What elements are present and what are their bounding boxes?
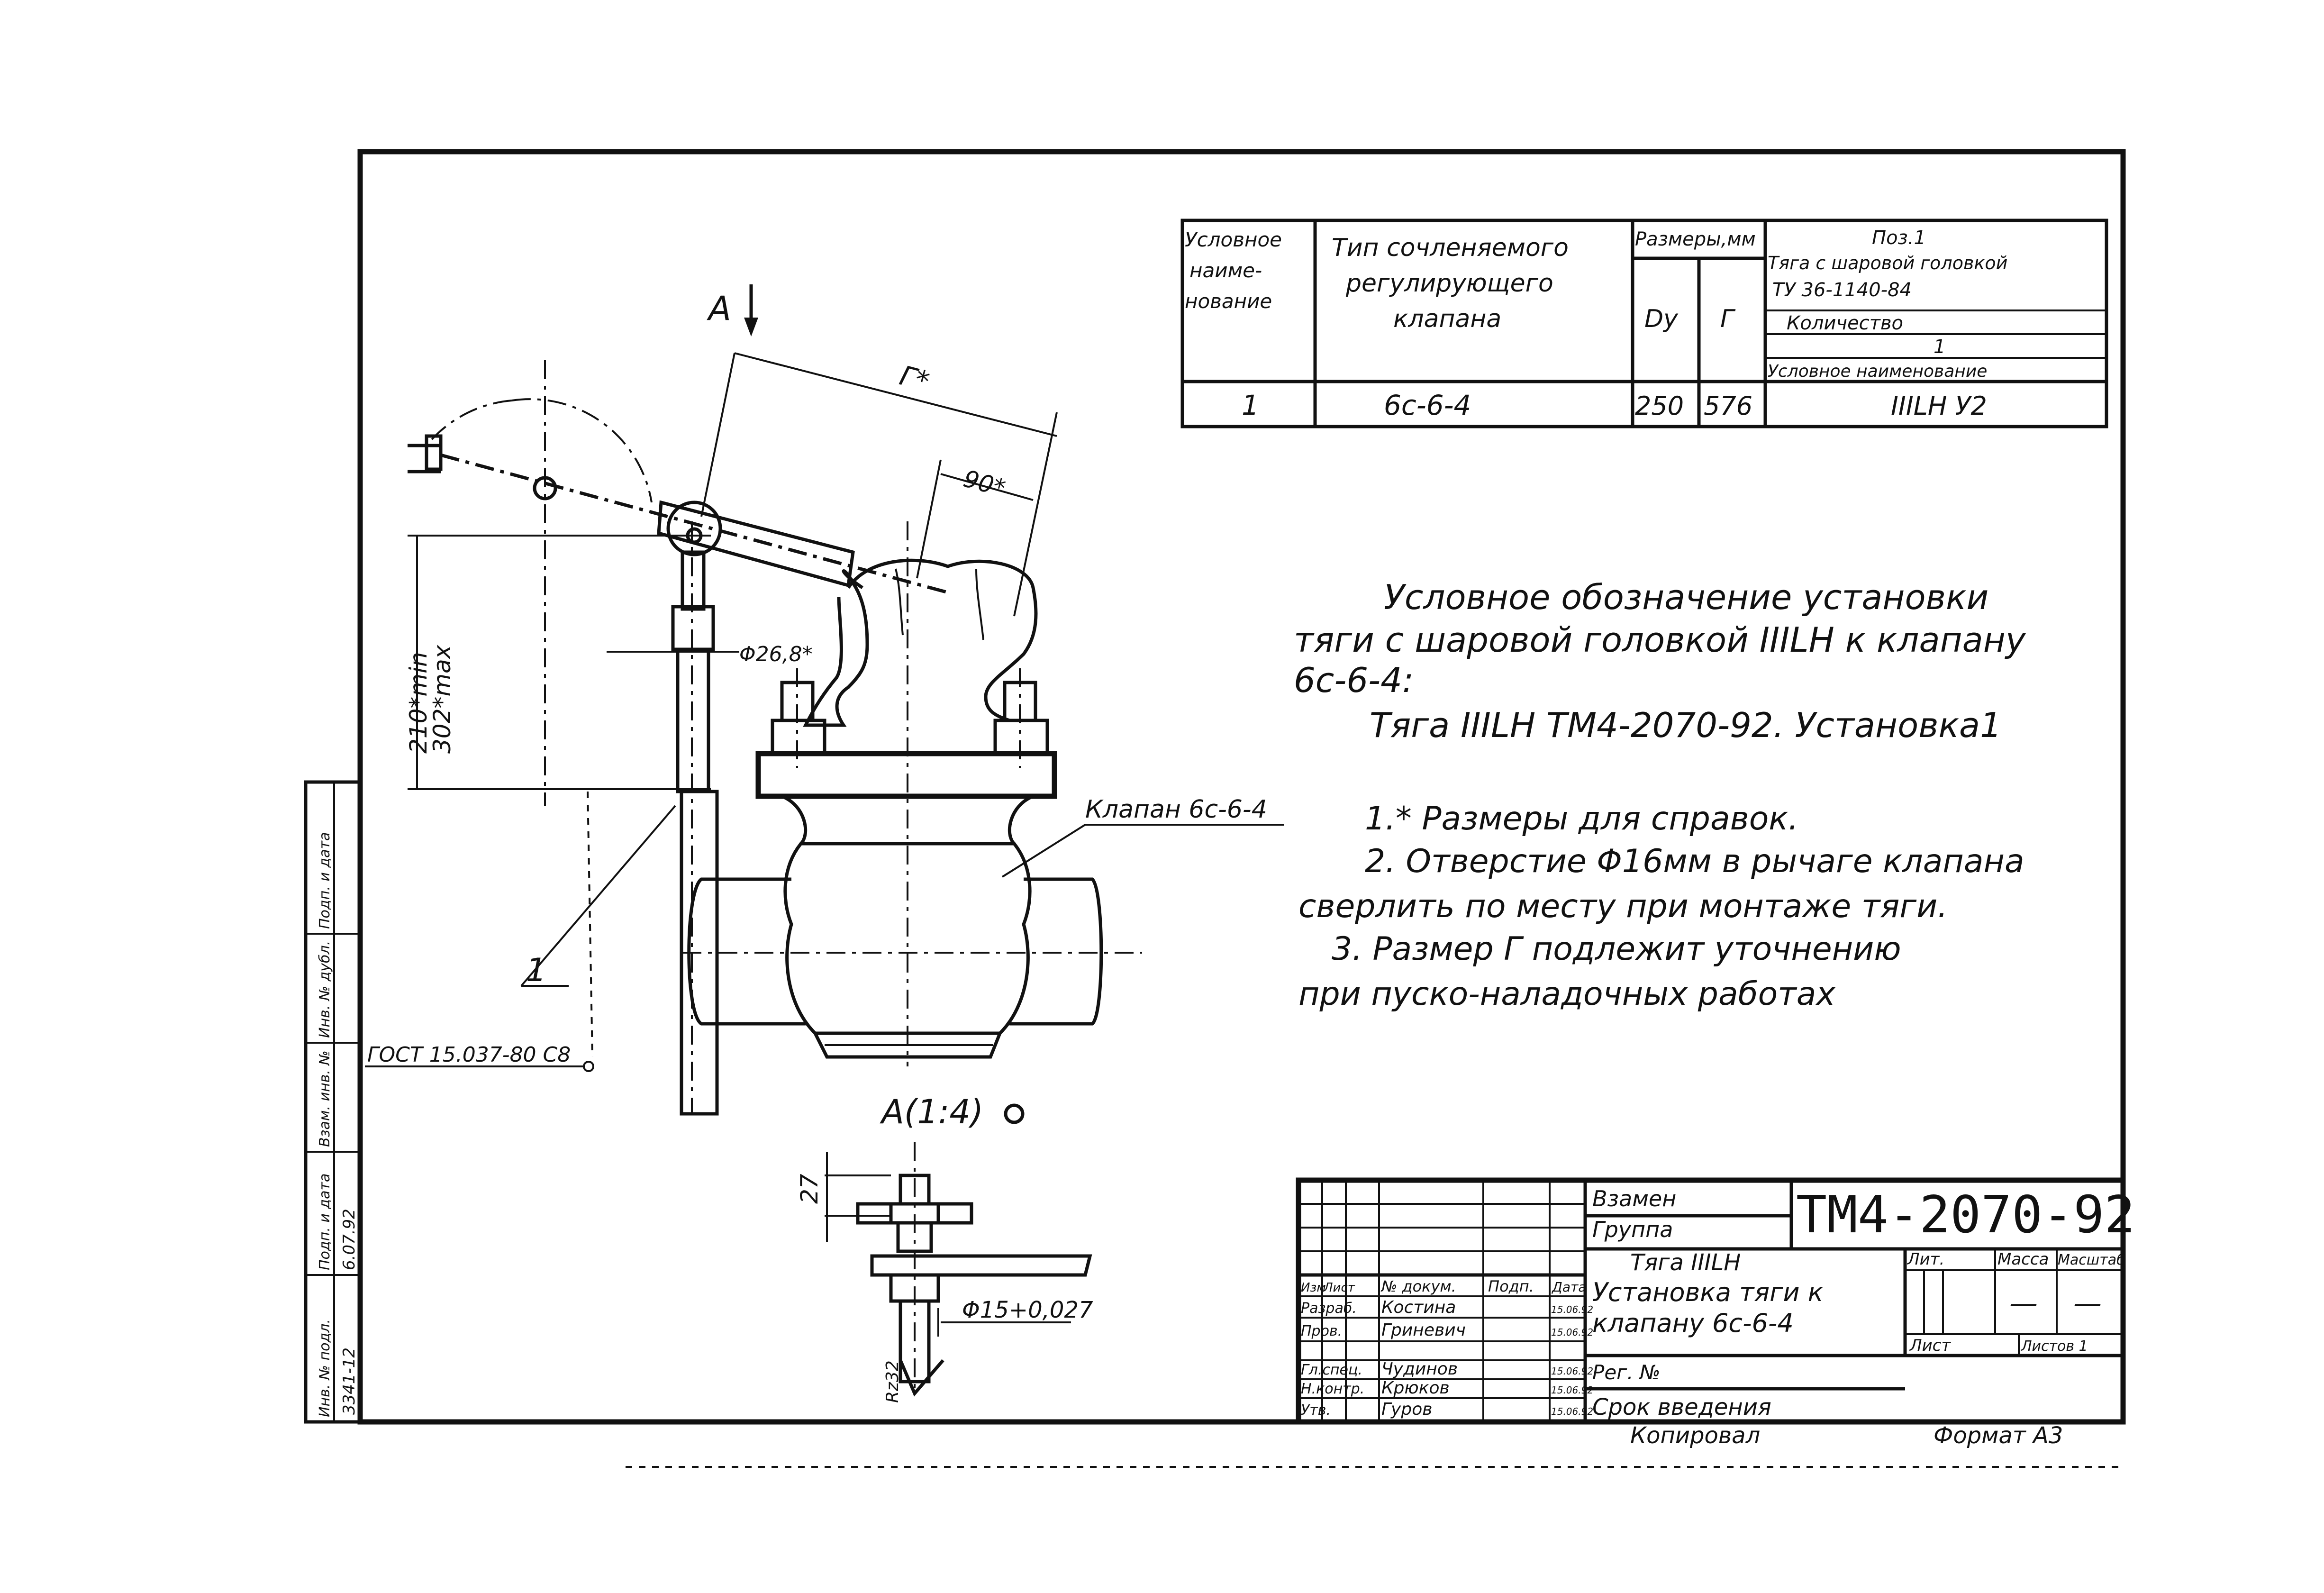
row-dy: 250 bbox=[1635, 391, 1684, 421]
row-name: IIILH У2 bbox=[1891, 391, 1987, 421]
stamp-v2: 6.07.92 bbox=[340, 1209, 359, 1270]
tb-massa: Масса bbox=[1997, 1250, 2049, 1269]
spec-table: Условное наиме- нование Тип сочленяемого… bbox=[1180, 218, 2108, 428]
tb-r2-role: Пров. bbox=[1301, 1323, 1342, 1339]
tb-dash1: — bbox=[2009, 1287, 2038, 1320]
hdr-qty-val: 1 bbox=[1934, 336, 1945, 358]
tb-masshtab: Масштаб bbox=[2058, 1252, 2125, 1268]
row-valve-type: 6с-6-4 bbox=[1384, 389, 1471, 421]
tb-r3-role: Гл.спец. bbox=[1301, 1362, 1362, 1378]
view-arrow-label: A bbox=[707, 289, 731, 328]
drawing-labels: A Г* 90* 210*min 302*max Φ26,8* Клапан 6… bbox=[367, 289, 1267, 1131]
leader-1-label: 1 bbox=[526, 952, 546, 989]
tb-doc-number: ТМ4-2070-92 bbox=[1796, 1185, 2135, 1245]
description-text: Условное обозначение установки тяги с ша… bbox=[1294, 577, 2026, 745]
tb-r4-role: Н.контр. bbox=[1301, 1381, 1364, 1397]
hdr-tu: ТУ 36-1140-84 bbox=[1772, 279, 1912, 301]
hdr-col1-l2: наиме- bbox=[1189, 259, 1262, 282]
valve-assembly-drawing bbox=[365, 284, 1284, 1116]
stamp-c1: Инв. № подл. bbox=[317, 1319, 333, 1417]
hdr-g: Г bbox=[1720, 305, 1736, 333]
notes: 1.* Размеры для справок. 2. Отверстие Φ1… bbox=[1298, 800, 2024, 1013]
desc-line2: тяги с шаровой головкой IIILH к клапану bbox=[1294, 620, 2026, 660]
tb-list-lbl: Лист bbox=[1909, 1336, 1951, 1355]
hdr-col1-l3: нование bbox=[1185, 290, 1272, 313]
note-3b: при пуско-наладочных работах bbox=[1298, 975, 1835, 1013]
tb-srok: Срок введения bbox=[1592, 1394, 1771, 1420]
note-1: 1.* Размеры для справок. bbox=[1365, 800, 1798, 837]
tb-dash2: — bbox=[2073, 1287, 2102, 1320]
tb-gruppa: Группа bbox=[1592, 1217, 1673, 1242]
hdr-sizes: Размеры,мм bbox=[1635, 228, 1756, 250]
hdr-col2-l2: регулирующего bbox=[1345, 269, 1553, 298]
tb-hdr-data: Дата bbox=[1551, 1279, 1587, 1295]
tb-date2: 15.06.92 bbox=[1551, 1327, 1593, 1338]
tb-hdr-izm: Изм bbox=[1301, 1281, 1326, 1295]
stamp-c5: Подп. и дата bbox=[317, 832, 333, 929]
tb-r3-name: Чудинов bbox=[1381, 1359, 1458, 1379]
tb-lit: Лит. bbox=[1906, 1250, 1944, 1269]
stamp-c2: Подп. и дата bbox=[317, 1174, 333, 1270]
hdr-qty: Количество bbox=[1787, 312, 1903, 334]
dim-210-label: 210*min bbox=[405, 652, 432, 754]
tb-r1-role: Разраб. bbox=[1301, 1300, 1357, 1317]
tb-vzamen: Взамен bbox=[1592, 1186, 1676, 1211]
desc-line3: 6с-6-4: bbox=[1294, 660, 1414, 700]
hdr-col1-l1: Условное bbox=[1185, 228, 1282, 251]
hdr-cond-name: Условное наименование bbox=[1768, 362, 1987, 381]
stamp-c3: Взам. инв. № bbox=[317, 1050, 333, 1147]
dim-90-label: 90* bbox=[961, 465, 1008, 502]
tb-r5-role: Утв. bbox=[1301, 1402, 1331, 1419]
dim-302-label: 302*max bbox=[428, 645, 456, 754]
valve-label: Клапан 6с-6-4 bbox=[1085, 795, 1267, 824]
tb-title-l3: клапану 6с-6-4 bbox=[1592, 1308, 1794, 1338]
tb-hdr-doc: № докум. bbox=[1380, 1277, 1456, 1295]
dim-d-label: Φ26,8* bbox=[739, 642, 813, 666]
detail-view-a: 27 Φ15+0,027 Rz32 bbox=[796, 1142, 1093, 1403]
row-g: 576 bbox=[1704, 391, 1752, 421]
row-designation: 1 bbox=[1242, 389, 1259, 421]
hdr-tyaga: Тяга с шаровой головкой bbox=[1768, 253, 2007, 273]
hdr-poz: Поз.1 bbox=[1872, 227, 1926, 249]
tb-hdr-list: Лист bbox=[1323, 1281, 1355, 1295]
stamp-c4: Инв. № дубл. bbox=[317, 941, 333, 1038]
detail-phi-label: Φ15+0,027 bbox=[962, 1297, 1093, 1323]
tb-date5: 15.06.92 bbox=[1551, 1406, 1593, 1417]
tb-title-l1: Тяга IIILH bbox=[1630, 1249, 1741, 1276]
note-3a: 3. Размер Г подлежит уточнению bbox=[1332, 930, 1901, 968]
tb-r2-name: Гриневич bbox=[1381, 1320, 1466, 1340]
note-2a: 2. Отверстие Φ16мм в рычаге клапана bbox=[1365, 843, 2024, 880]
desc-line1: Условное обозначение установки bbox=[1384, 577, 1988, 617]
side-stamp: Инв. № подл. Подп. и дата Взам. инв. № И… bbox=[304, 780, 362, 1424]
tb-r5-name: Гуров bbox=[1381, 1400, 1432, 1419]
tb-r4-name: Крюков bbox=[1381, 1378, 1450, 1398]
tb-listov: Листов 1 bbox=[2021, 1338, 2088, 1355]
view-a-label: A(1:4) bbox=[880, 1092, 983, 1131]
hdr-col2-l1: Тип сочленяемого bbox=[1332, 234, 1569, 262]
detail-rz-label: Rz32 bbox=[883, 1360, 902, 1403]
desc-line4: Тяга IIILH ТМ4-2070-92. Установка1 bbox=[1370, 705, 2002, 745]
hdr-col2-l3: клапана bbox=[1393, 305, 1501, 333]
gost-label: ГОСТ 15.037-80 С8 bbox=[367, 1043, 571, 1067]
title-block: Взамен Группа ТМ4-2070-92 Тяга IIILH Уст… bbox=[1296, 1177, 2135, 1425]
tb-r1-name: Костина bbox=[1381, 1298, 1456, 1317]
view-a-circle bbox=[1004, 1103, 1025, 1124]
tb-date4: 15.06.92 bbox=[1551, 1384, 1593, 1396]
tb-title-l2: Установка тяги к bbox=[1592, 1277, 1824, 1307]
dim-g-label: Г* bbox=[896, 359, 933, 398]
stamp-v1: 3341-12 bbox=[340, 1347, 359, 1415]
detail-27-label: 27 bbox=[796, 1174, 823, 1204]
tb-date3: 15.06.92 bbox=[1551, 1365, 1593, 1377]
tb-date1: 15.06.92 bbox=[1551, 1304, 1593, 1315]
note-2b: сверлить по месту при монтаже тяги. bbox=[1298, 888, 1948, 925]
footer-format: Формат А3 bbox=[1934, 1422, 2063, 1449]
tb-reg: Рег. № bbox=[1592, 1361, 1661, 1384]
hdr-dy: Dy bbox=[1644, 305, 1679, 333]
footer-kopiroval: Копировал bbox=[1630, 1422, 1760, 1449]
tb-hdr-podp: Подп. bbox=[1488, 1277, 1534, 1295]
